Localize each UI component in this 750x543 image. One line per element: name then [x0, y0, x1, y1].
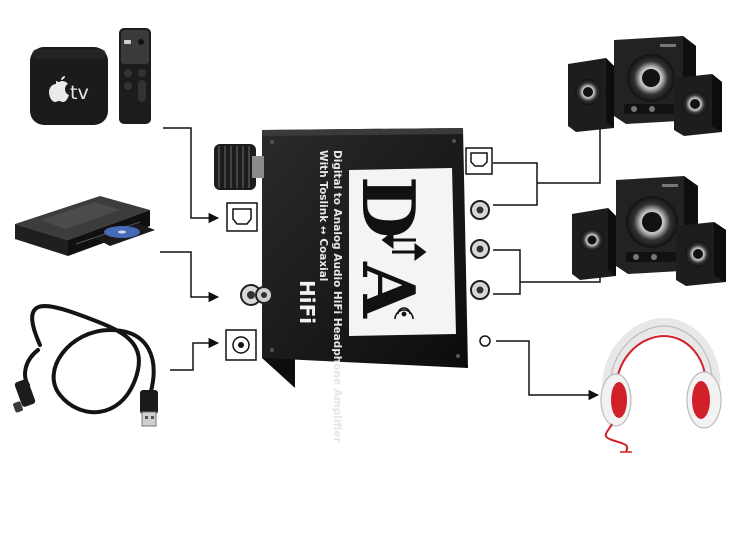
output-rca-port-icon	[470, 200, 490, 300]
apple-icon	[49, 76, 69, 102]
input-dc-power-port-icon	[225, 329, 257, 361]
apple-tv-brand-text: tv	[70, 82, 89, 104]
logo-letter-a: A	[346, 261, 431, 319]
logo-letter-d: D	[346, 176, 431, 238]
dc-barrel-plug	[13, 379, 36, 413]
hifi-label: HiFi	[295, 280, 319, 324]
speakers-bottom-icon	[572, 176, 726, 286]
apple-tv-remote	[119, 28, 151, 124]
speaker-left-satellite	[568, 58, 614, 132]
device-title-line2: With Toslink ↔ Coaxial	[317, 150, 329, 281]
speaker-right-satellite	[676, 222, 726, 286]
dac-device: Digital to Analog Audio HiFi Headphone A…	[214, 128, 468, 443]
speakers-top-icon	[568, 36, 722, 136]
da-logo: D A	[346, 168, 456, 336]
connection-lines	[160, 115, 606, 401]
speaker-left-satellite	[572, 208, 616, 280]
sound-wave-icon	[394, 307, 414, 320]
usb-cable-icon	[23, 304, 156, 415]
speaker-right-satellite	[674, 74, 722, 136]
input-optical-port-icon	[226, 202, 258, 232]
headphones-icon	[600, 317, 722, 453]
device-title-line1: Digital to Analog Audio HiFi Headphone A…	[331, 150, 343, 443]
convert-arrows-icon	[381, 231, 427, 261]
apple-tv-device: tv	[30, 47, 108, 125]
volume-knob-icon	[214, 144, 264, 190]
dvd-player-icon	[15, 196, 155, 256]
output-optical-port-icon	[465, 147, 493, 175]
output-headphone-jack-icon	[479, 335, 491, 347]
usb-plug	[140, 390, 158, 427]
